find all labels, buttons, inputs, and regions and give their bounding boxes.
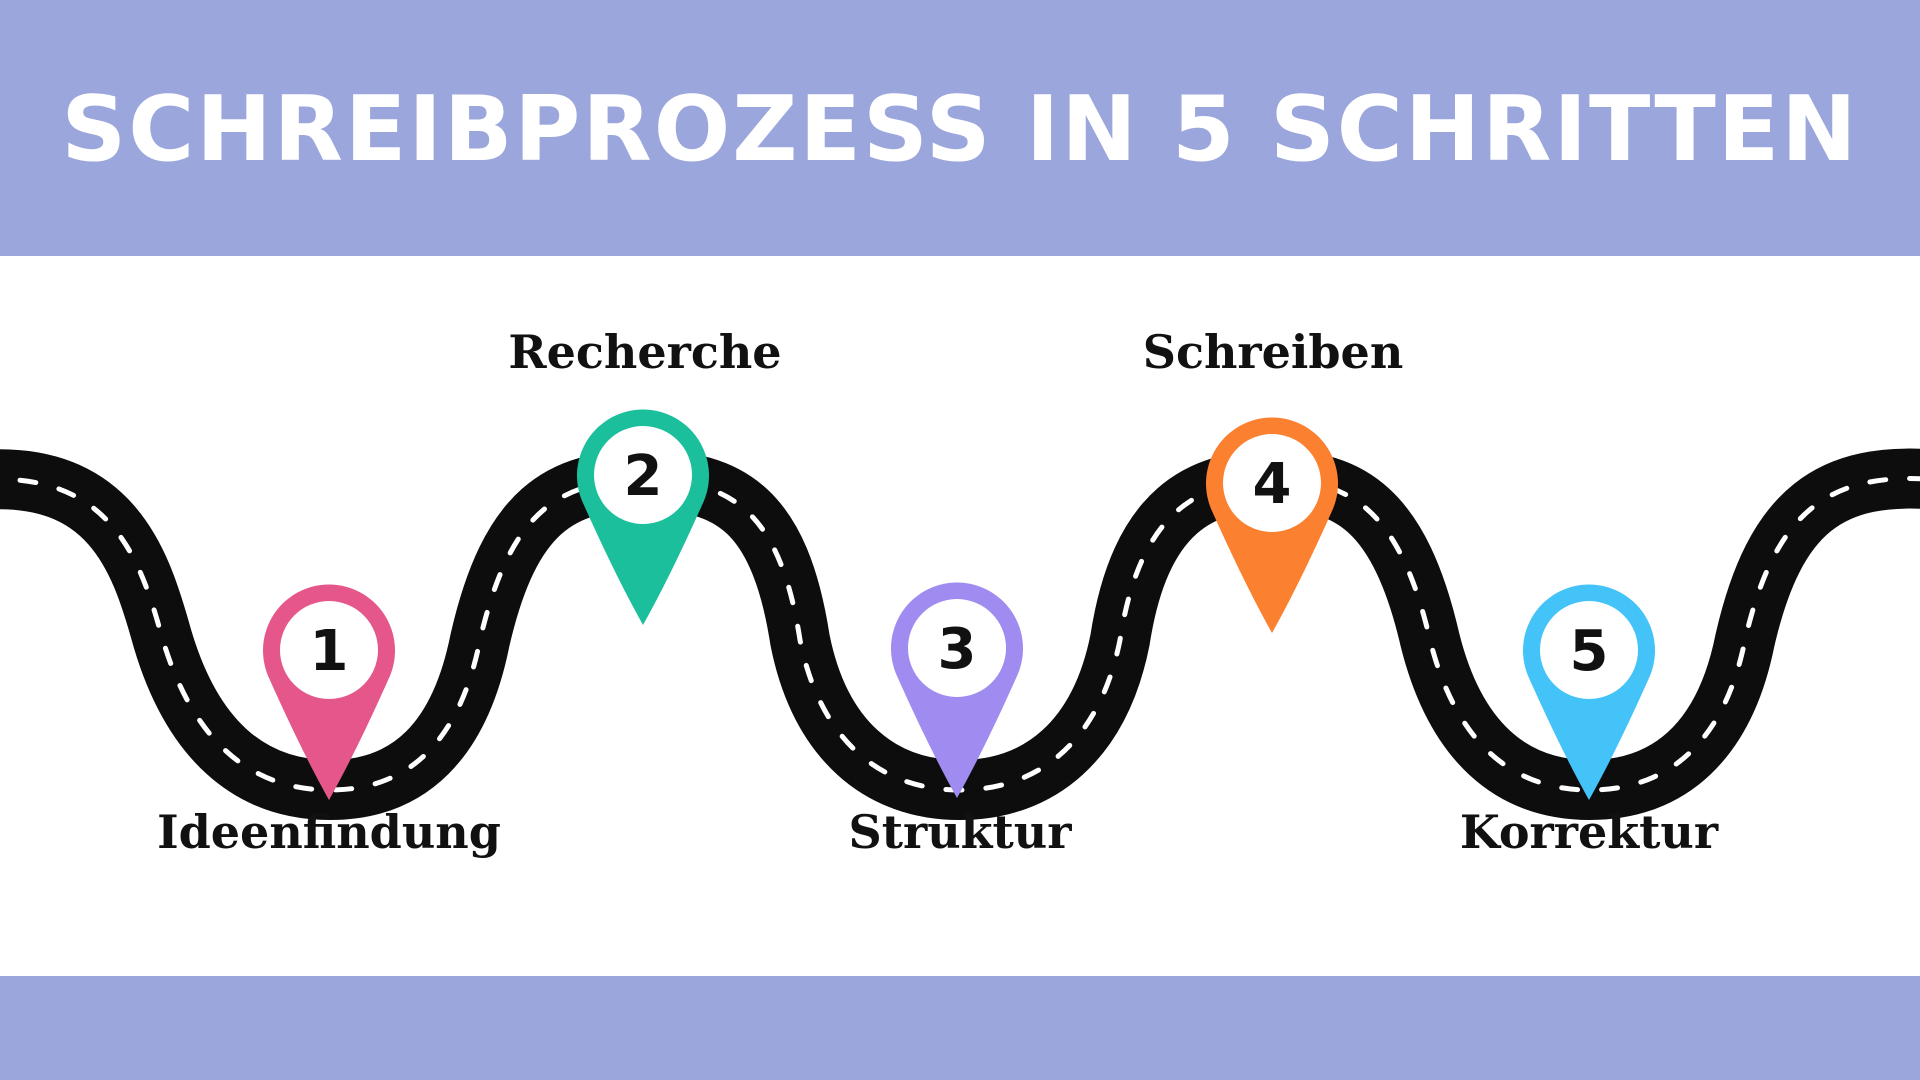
pin-inner-circle (908, 599, 1006, 697)
step-number-1: 1 (310, 619, 349, 684)
footer-band (0, 976, 1920, 1080)
step-pins: 1 2 3 4 5 (263, 409, 1655, 800)
step-label-korrektur: Korrektur (1459, 805, 1719, 859)
pin-inner-circle (1540, 601, 1638, 699)
map-pin-4: 4 (1206, 417, 1338, 633)
pin-inner-circle (1223, 434, 1321, 532)
step-label-schreiben: Schreiben (1142, 325, 1404, 379)
step-label-ideenfindung: Ideenfindung (157, 805, 501, 859)
step-label-recherche: Recherche (508, 325, 782, 379)
step-number-3: 3 (938, 617, 977, 682)
page-title: SCHREIBPROZESS IN 5 SCHRITTEN (61, 77, 1859, 182)
step-number-5: 5 (1570, 619, 1609, 684)
step-label-struktur: Struktur (848, 805, 1072, 859)
step-number-2: 2 (624, 444, 663, 509)
map-pin-1: 1 (263, 584, 395, 800)
pin-inner-circle (280, 601, 378, 699)
map-pin-2: 2 (577, 409, 709, 625)
pin-inner-circle (594, 426, 692, 524)
step-number-4: 4 (1253, 452, 1292, 517)
map-pin-5: 5 (1522, 584, 1655, 800)
map-pin-3: 3 (891, 582, 1023, 798)
header-band (0, 0, 1920, 256)
